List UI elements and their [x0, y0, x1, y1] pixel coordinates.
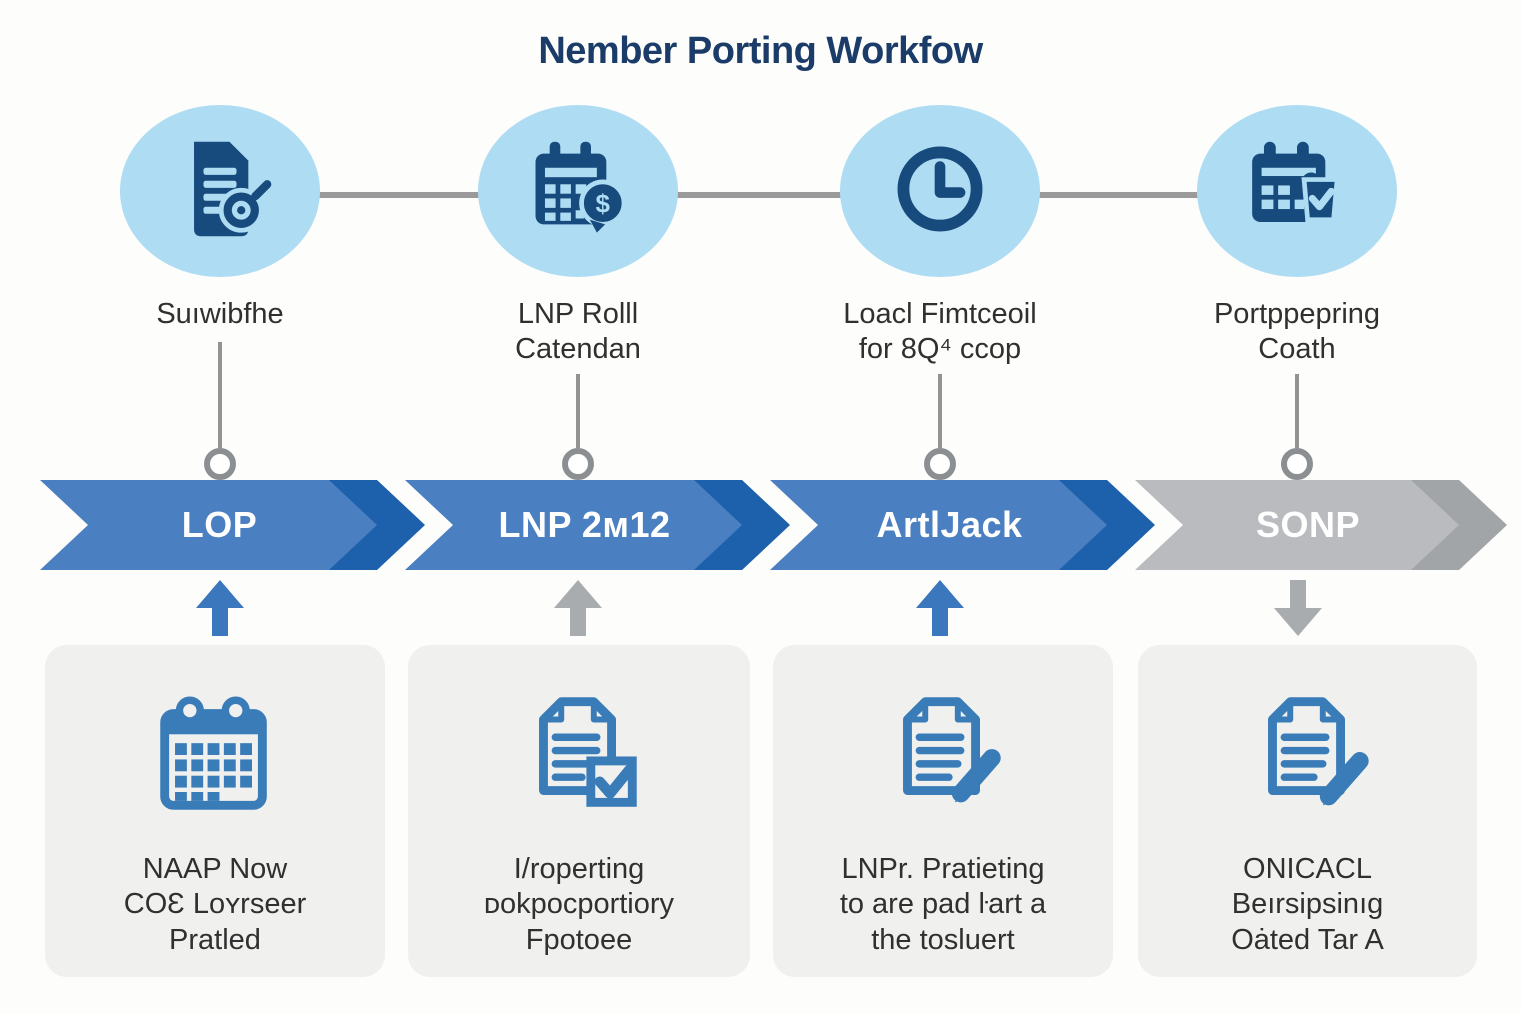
- step-connector-3: [938, 374, 942, 448]
- arrow-up-icon: [554, 580, 602, 636]
- step-circle-2: $: [478, 105, 678, 277]
- steps-connector-line: [220, 192, 1298, 198]
- timeline-segment-label-4: SONP: [1255, 504, 1361, 545]
- timeline-segment-tip-1: [329, 480, 425, 570]
- step-connector-1: [218, 342, 222, 448]
- timeline-segment-1: LOP: [40, 480, 425, 570]
- document-pencil-icon: [1234, 645, 1382, 834]
- step-connector-2: [576, 374, 580, 448]
- step-circle-1: [120, 105, 320, 277]
- step-label-1: Suıwibfhe: [156, 298, 284, 330]
- step-label-3: Loacl Fimtceoil for 8Q⁴ ccop: [843, 298, 1037, 366]
- document-checkbox-icon: [505, 645, 653, 834]
- calendar-dollar-icon: $: [519, 130, 637, 253]
- arrow-up-icon: [916, 580, 964, 636]
- timeline-segment-3: ArtlJack: [770, 480, 1155, 570]
- step-label-4: Portppepring Coath: [1213, 298, 1381, 366]
- timeline-node-ring-3: [924, 448, 956, 480]
- card-4: ONICACL Beırsipsinıg Oȧted Tar A: [1138, 645, 1477, 977]
- card-1: NAAP Now COƐ Loʏrseer Pratled: [45, 645, 385, 977]
- timeline-segment-label-3: ArtlJack: [876, 504, 1023, 545]
- timeline-segment-tip-2: [694, 480, 790, 570]
- clock-icon: [881, 130, 999, 253]
- step-circle-4: [1197, 105, 1397, 277]
- timeline-segment-2: LNP 2ᴍ12: [405, 480, 790, 570]
- page-title: Nember Porting Workfow: [538, 30, 983, 72]
- timeline-node-ring-4: [1281, 448, 1313, 480]
- step-circle-3: [840, 105, 1040, 277]
- timeline-node-ring-1: [204, 448, 236, 480]
- step-label-2: LNP Rolll Catendan: [515, 298, 641, 366]
- card-3: LNPr. Pratieting to are pad ŀart a the t…: [773, 645, 1113, 977]
- timeline-segment-4: SONP: [1135, 480, 1507, 570]
- calendar-check-icon: [1238, 130, 1356, 253]
- card-text-1: NAAP Now COƐ Loʏrseer Pratled: [123, 853, 307, 956]
- document-search-icon: [161, 130, 279, 253]
- calendar-grid-icon: [141, 645, 289, 834]
- timeline-segment-tip-3: [1059, 480, 1155, 570]
- timeline-segment-label-2: LNP 2ᴍ12: [498, 504, 671, 545]
- card-text-3: LNPr. Pratieting to are pad ŀart a the t…: [839, 853, 1047, 956]
- timeline-node-ring-2: [562, 448, 594, 480]
- arrow-up-icon: [196, 580, 244, 636]
- card-2: I/roperting ᴅokpocportiory Fpotoee: [408, 645, 750, 977]
- timeline-segment-tip-4: [1411, 480, 1507, 570]
- card-text-4: ONICACL Beırsipsinıg Oȧted Tar A: [1231, 853, 1384, 956]
- timeline-segment-label-1: LOP: [181, 504, 258, 545]
- arrow-down-icon: [1274, 580, 1322, 636]
- card-text-2: I/roperting ᴅokpocportiory Fpotoee: [483, 853, 675, 956]
- step-connector-4: [1295, 374, 1299, 448]
- document-pencil-icon: [869, 645, 1017, 834]
- svg-text:$: $: [596, 188, 611, 218]
